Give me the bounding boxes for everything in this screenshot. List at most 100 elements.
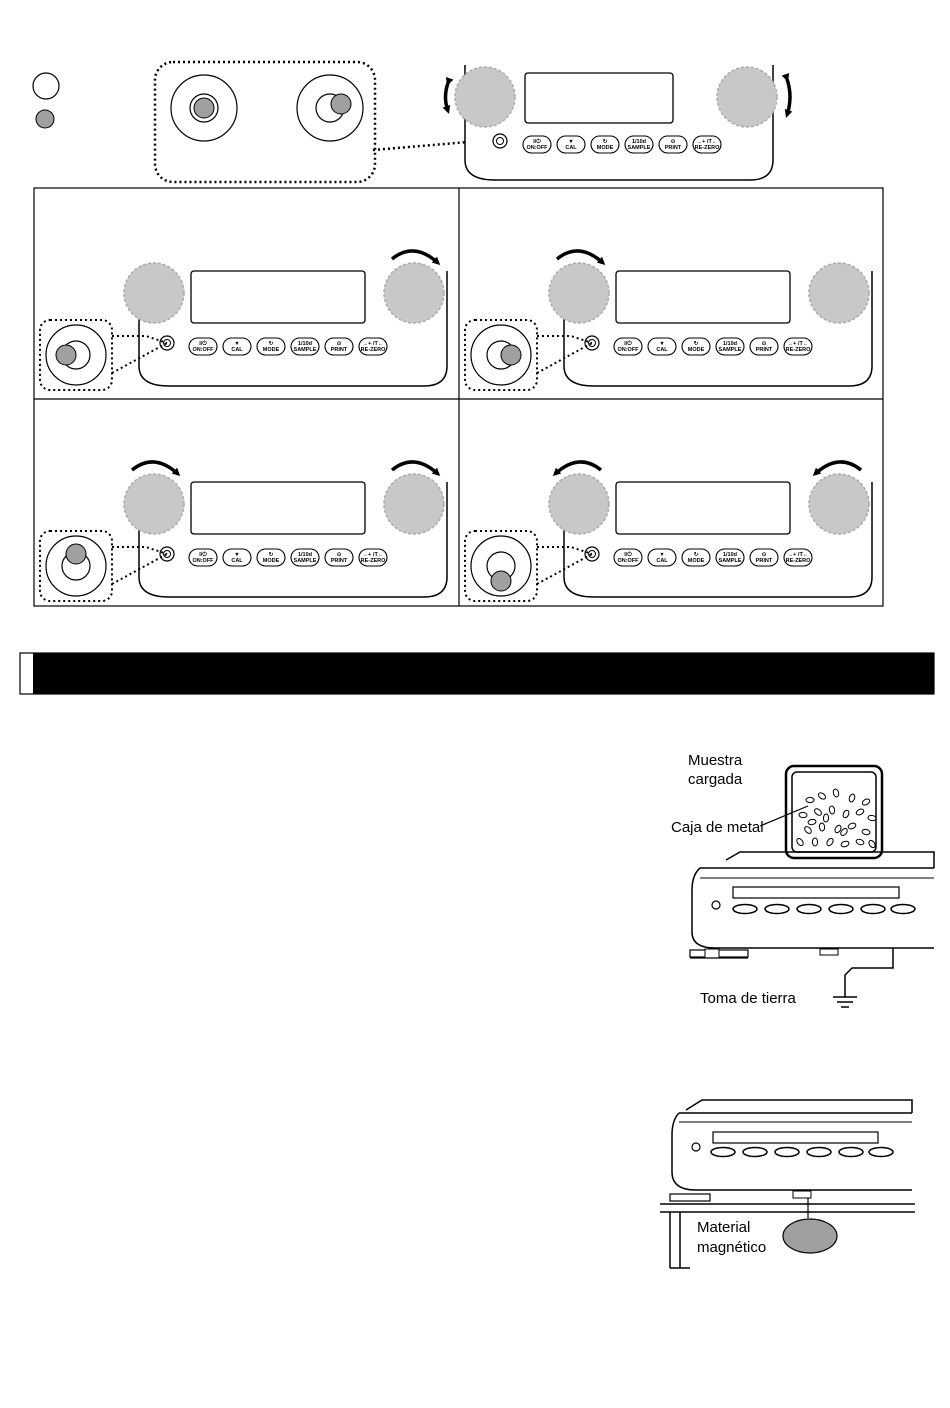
key-label: ↻ <box>269 551 274 558</box>
left-leveling-foot <box>123 262 185 324</box>
on-off-key[interactable]: I/⏻ON:OFF <box>188 337 218 356</box>
key-label: ⊙ <box>337 341 342 347</box>
on-off-key[interactable]: I/⏻ON:OFF <box>522 135 552 154</box>
key-label: ON:OFF <box>192 558 214 564</box>
mode-key[interactable]: ↻MODE <box>590 135 620 154</box>
figure-magnetic: Material magnético <box>660 1099 915 1269</box>
key-label: →+ /T← <box>697 139 718 145</box>
key-label: SAMPLE <box>719 347 742 353</box>
level-indicator-zoom <box>153 60 493 184</box>
ground-symbol-icon <box>833 996 857 1008</box>
key-label: ▼ <box>659 341 664 347</box>
on-off-key[interactable]: I/⏻ON:OFF <box>613 337 643 356</box>
pellet <box>798 811 808 819</box>
left-leveling-foot <box>548 262 610 324</box>
pellet <box>861 828 871 836</box>
bubble-icon <box>500 344 522 366</box>
rotate-clockwise-arrow-icon <box>390 249 441 266</box>
level-gauge-offset <box>296 74 364 142</box>
bubble-icon <box>193 97 215 119</box>
mode-key[interactable]: ↻MODE <box>681 548 711 567</box>
key-label: I/⏻ <box>199 340 207 347</box>
key-label: SAMPLE <box>628 145 651 151</box>
rotate-counterclockwise-arrow-icon <box>552 460 603 477</box>
print-key[interactable]: ⊙PRINT <box>749 548 779 567</box>
mode-key[interactable]: ↻MODE <box>256 337 286 356</box>
magnetic-material <box>782 1218 838 1254</box>
key-label: ON:OFF <box>617 558 639 564</box>
key-label: SAMPLE <box>719 558 742 564</box>
key-label: I/⏻ <box>199 551 207 558</box>
re-zero-key[interactable]: →+ /T←RE-ZERO <box>358 548 388 567</box>
key-label: 1/10d <box>632 139 646 145</box>
key-label: →+ /T← <box>788 341 809 347</box>
on-off-key[interactable]: I/⏻ON:OFF <box>188 548 218 567</box>
re-zero-key[interactable]: →+ /T←RE-ZERO <box>783 548 813 567</box>
print-key[interactable]: ⊙PRINT <box>324 548 354 567</box>
display-window <box>190 270 366 324</box>
legend <box>32 72 60 129</box>
re-zero-key[interactable]: →+ /T←RE-ZERO <box>692 135 722 154</box>
rotate-counterclockwise-arrow-icon <box>812 460 863 477</box>
cal-key[interactable]: ▼CAL <box>222 548 252 567</box>
print-key[interactable]: ⊙PRINT <box>324 337 354 356</box>
legend-empty-circle-icon <box>32 72 60 100</box>
key-label: 1/10d <box>723 341 737 347</box>
cal-key[interactable]: ▼CAL <box>647 548 677 567</box>
left-leveling-foot <box>123 473 185 535</box>
key-label: RE-ZERO <box>786 347 811 353</box>
key-label: CAL <box>231 558 243 564</box>
pellet <box>804 826 812 834</box>
rotate-clockwise-arrow-icon <box>390 460 441 477</box>
cal-key[interactable]: ▼CAL <box>222 337 252 356</box>
key-label: RE-ZERO <box>786 558 811 564</box>
mode-key[interactable]: ↻MODE <box>256 548 286 567</box>
print-key[interactable]: ⊙PRINT <box>658 135 688 154</box>
key-label: CAL <box>656 347 668 353</box>
display-window <box>524 72 674 124</box>
pellet <box>805 796 815 804</box>
pellet <box>826 837 834 847</box>
key-label: MODE <box>597 145 614 151</box>
key-label: I/⏻ <box>624 551 632 558</box>
re-zero-key[interactable]: →+ /T←RE-ZERO <box>358 337 388 356</box>
pellet <box>834 824 842 834</box>
rotate-clockwise-arrow-icon <box>555 249 606 266</box>
table <box>660 1203 915 1269</box>
right-leveling-foot <box>808 262 870 324</box>
figure-static-ground: Muestra cargada Caja de metal Toma de ti… <box>671 752 935 1008</box>
key-label: ⊙ <box>671 139 676 145</box>
right-leveling-foot <box>716 66 778 128</box>
key-label: ON:OFF <box>526 145 548 151</box>
ground-wire <box>844 948 894 997</box>
metal-box-label: Caja de metal <box>671 819 764 836</box>
re-zero-key[interactable]: →+ /T←RE-ZERO <box>783 337 813 356</box>
legend-bubble-icon <box>35 109 55 129</box>
pellet <box>828 805 836 815</box>
mode-key[interactable]: ↻MODE <box>681 337 711 356</box>
cal-key[interactable]: ▼CAL <box>647 337 677 356</box>
cal-key[interactable]: ▼CAL <box>556 135 586 154</box>
bubble-icon <box>490 570 512 592</box>
right-leveling-foot <box>808 473 870 535</box>
key-label: SAMPLE <box>294 558 317 564</box>
side-key-row <box>732 903 916 915</box>
key-label: 1/10d <box>298 552 312 558</box>
key-label: ↻ <box>694 551 699 558</box>
key-label: SAMPLE <box>294 347 317 353</box>
pellet <box>807 818 817 826</box>
section-header-bar <box>19 652 935 695</box>
key-label: ↻ <box>694 340 699 347</box>
print-key[interactable]: ⊙PRINT <box>749 337 779 356</box>
balance-side-view <box>669 1099 913 1202</box>
on-off-key[interactable]: I/⏻ON:OFF <box>613 548 643 567</box>
